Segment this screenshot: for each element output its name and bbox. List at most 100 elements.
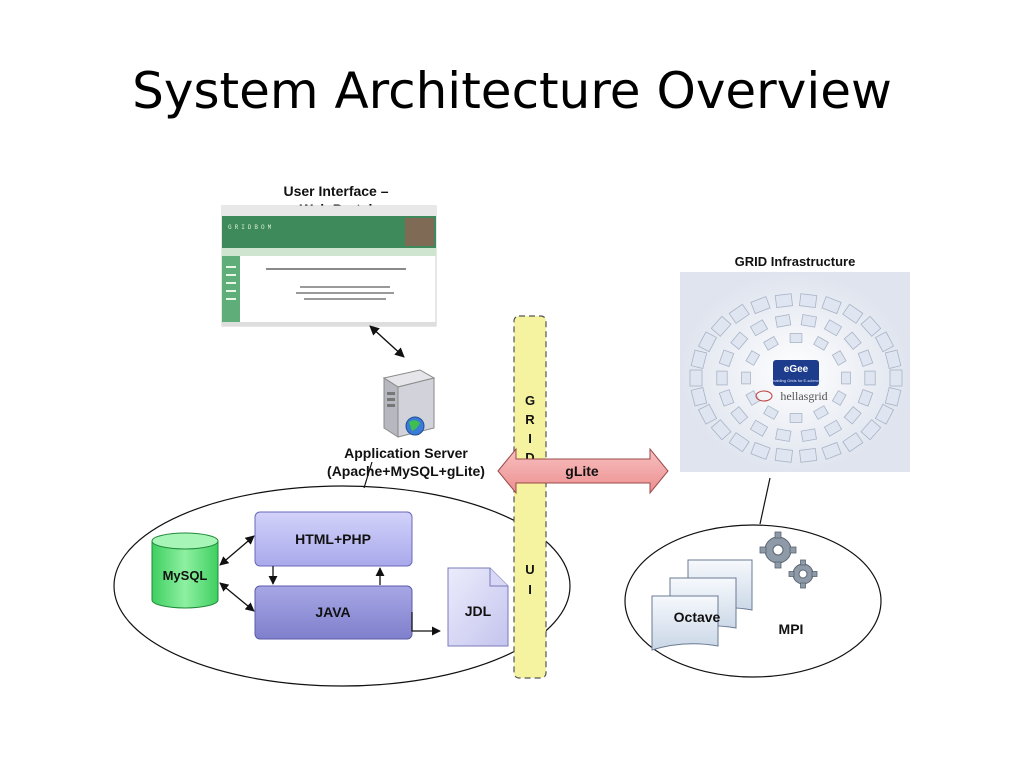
grid-node-screen xyxy=(749,319,769,337)
ui-letter-i: I xyxy=(528,582,532,597)
ui-title-line1: User Interface – xyxy=(283,183,388,199)
grid-node-screen xyxy=(813,336,829,351)
grid-node-screen xyxy=(798,293,818,308)
grid-node-screen xyxy=(860,419,882,441)
grid-node-screen xyxy=(774,448,794,463)
server-icon xyxy=(382,369,436,438)
grid-node-screen xyxy=(831,350,847,366)
jdl-document: JDL xyxy=(447,567,509,647)
grid-letter-i: I xyxy=(528,431,532,446)
mysql-label: MySQL xyxy=(163,568,208,583)
app-server-label-2: (Apache+MySQL+gLite) xyxy=(327,463,485,479)
mysql-database: MySQL xyxy=(151,532,219,609)
grid-node-screen xyxy=(821,296,842,315)
grid-node-screen xyxy=(831,390,847,406)
octave-documents: Octave xyxy=(651,559,753,651)
slide-title: System Architecture Overview xyxy=(132,62,892,120)
grid-node-screen xyxy=(874,331,895,353)
grid-node-screen xyxy=(763,405,779,420)
grid-node-screen xyxy=(716,370,728,386)
grid-ui-bar xyxy=(513,315,547,679)
glite-label: gLite xyxy=(565,463,599,479)
portal-screenshot: GRIDBOM xyxy=(221,205,437,327)
grid-node-screen xyxy=(823,419,843,437)
grid-node-screen xyxy=(874,403,895,425)
java-jdl-arrow xyxy=(411,612,441,636)
user-interface-portal: User Interface – Web Portal GRIDBOM xyxy=(221,183,437,358)
grid-node-screen xyxy=(842,432,864,453)
grid-letter-r: R xyxy=(525,412,535,427)
grid-node-screen xyxy=(821,441,842,460)
html-php-box: HTML+PHP xyxy=(254,511,413,567)
hellasgrid-logo: hellasgrid xyxy=(755,389,828,403)
grid-node-screen xyxy=(718,389,735,407)
mpi-label: MPI xyxy=(779,621,804,637)
grid-node-screen xyxy=(750,296,771,315)
ui-letter-u: U xyxy=(525,562,534,577)
grid-node-screen xyxy=(728,303,750,324)
portal-header-text: GRIDBOM xyxy=(228,224,274,231)
mysql-java-arrow xyxy=(219,582,255,612)
gears-icon xyxy=(759,531,818,589)
grid-node-screen xyxy=(800,314,817,328)
grid-node-screen xyxy=(718,349,735,368)
portal-server-arrow xyxy=(369,325,405,358)
grid-node-screen xyxy=(774,293,794,308)
grid-node-screen xyxy=(730,406,749,425)
mysql-htmlphp-arrow xyxy=(219,535,255,566)
grid-node-screen xyxy=(884,349,902,369)
grid-node-screen xyxy=(690,387,708,407)
grid-node-screen xyxy=(843,331,862,350)
grid-node-screen xyxy=(690,349,708,369)
grid-node-screen xyxy=(697,403,718,425)
grid-node-screen xyxy=(763,336,779,351)
grid-node-screen xyxy=(843,406,862,425)
grid-node-screen xyxy=(710,315,732,337)
grid-node-screen xyxy=(749,419,769,437)
grid-node-screen xyxy=(730,331,749,350)
app-server-label-1: Application Server xyxy=(344,445,468,461)
grid-node-screen xyxy=(857,349,874,367)
grid-node-screen xyxy=(823,319,843,337)
jdl-label: JDL xyxy=(465,603,492,619)
glite-arrow: gLite xyxy=(497,447,669,495)
grid-node-screen xyxy=(813,405,829,420)
egee-subtext: Enabling Grids for E-sciencE xyxy=(770,378,821,383)
grid-node-screen xyxy=(750,441,771,460)
grid-letter-d: D xyxy=(525,450,534,465)
compute-ellipse xyxy=(624,524,882,678)
grid-node-screen xyxy=(774,314,792,328)
grid-node-screen xyxy=(697,331,718,353)
application-server: Application Server (Apache+MySQL+gLite) xyxy=(327,369,485,489)
grid-to-compute-line xyxy=(759,477,771,525)
java-box: JAVA xyxy=(254,585,413,640)
java-label: JAVA xyxy=(315,604,350,620)
grid-node-screen xyxy=(857,389,874,407)
grid-node-screen xyxy=(884,387,902,407)
egee-text: eGee xyxy=(784,364,809,375)
grid-node-screen xyxy=(745,390,761,406)
hellasgrid-text: hellasgrid xyxy=(780,389,827,403)
grid-infra-title: GRID Infrastructure xyxy=(735,254,856,269)
grid-node-screen xyxy=(789,413,803,423)
server-to-backend-line xyxy=(363,461,373,489)
octave-label: Octave xyxy=(674,609,721,625)
grid-infrastructure: GRID Infrastructure eGee Enabling Grids … xyxy=(680,254,910,525)
grid-node-screen xyxy=(789,333,803,343)
grid-node-screen xyxy=(775,428,792,442)
grid-node-screen xyxy=(710,419,732,441)
grid-node-screen xyxy=(689,369,703,387)
grid-node-screen xyxy=(842,303,864,324)
grid-node-screen xyxy=(864,370,876,386)
grid-node-screen xyxy=(841,371,851,385)
grid-letter-g: G xyxy=(525,393,535,408)
grid-node-screen xyxy=(860,315,882,337)
html-php-label: HTML+PHP xyxy=(295,531,371,547)
grid-node-screen xyxy=(800,428,817,442)
grid-node-screen xyxy=(889,369,903,387)
backend-ellipse xyxy=(113,485,571,687)
egee-logo: eGee Enabling Grids for E-sciencE xyxy=(770,360,822,386)
grid-node-screen xyxy=(798,448,818,463)
grid-node-screen xyxy=(741,371,751,385)
